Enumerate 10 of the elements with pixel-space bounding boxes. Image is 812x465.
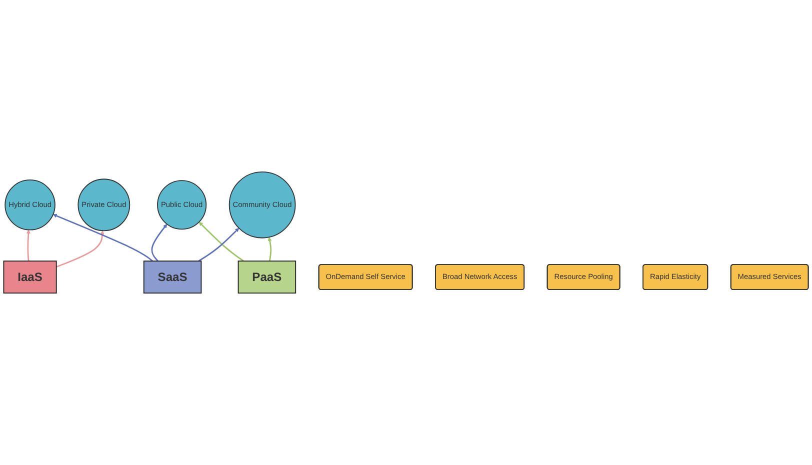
node-box: SaaS	[143, 260, 202, 294]
arrow	[198, 228, 240, 262]
arrow	[268, 237, 272, 262]
node-box: IaaS	[3, 260, 57, 294]
arrow	[151, 224, 168, 262]
arrow	[26, 230, 30, 262]
node-box: PaaS	[238, 260, 296, 294]
arrow	[56, 230, 104, 268]
arrow	[198, 222, 244, 262]
arrow	[52, 214, 153, 262]
